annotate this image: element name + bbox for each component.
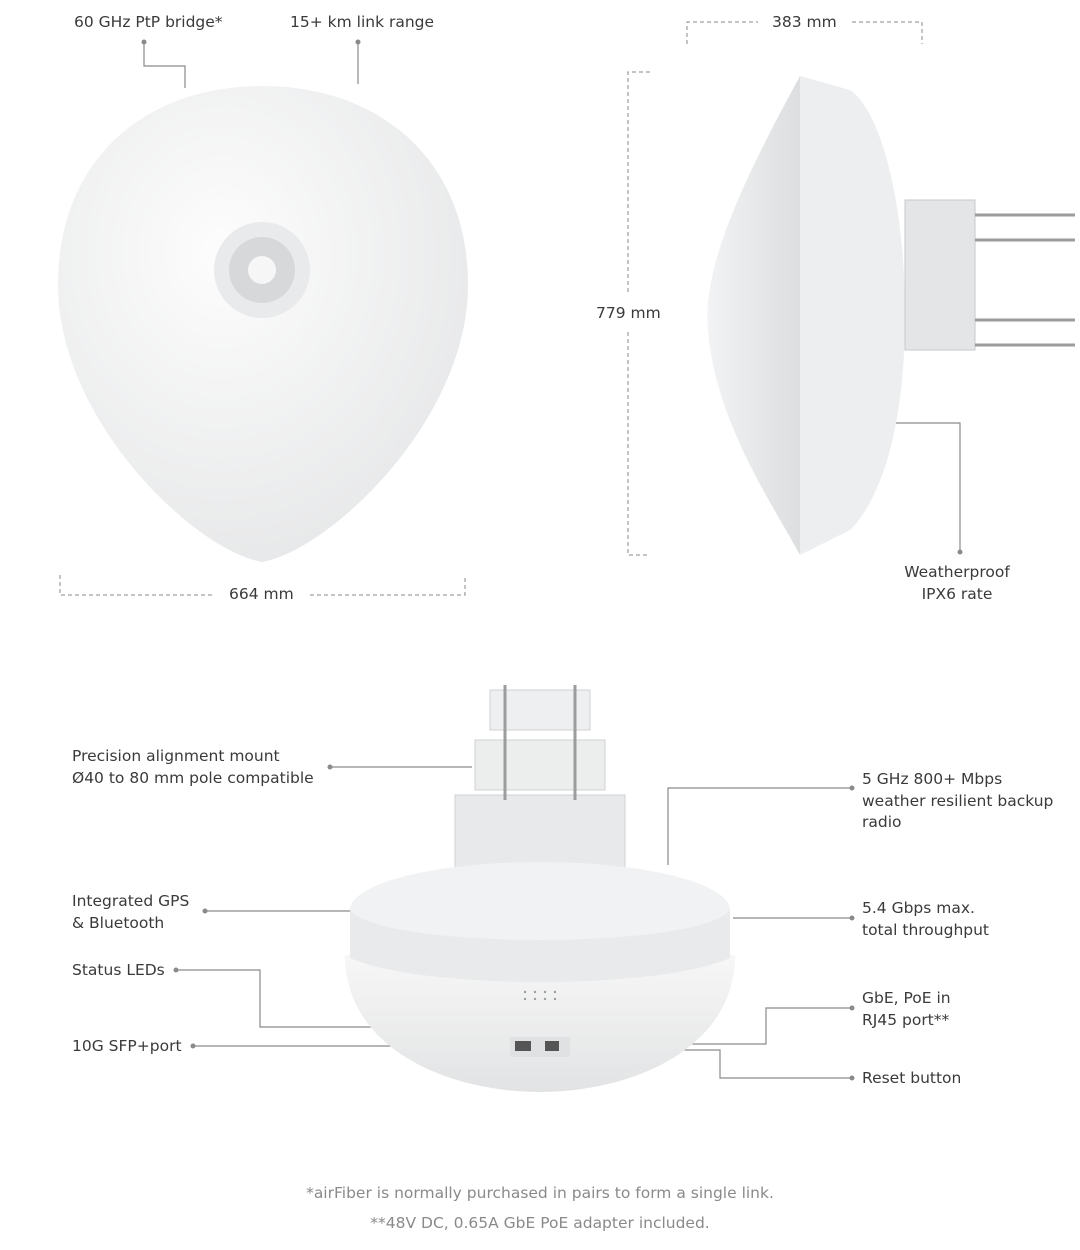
callout-throughput: 5.4 Gbps max. total throughput: [862, 898, 989, 941]
bottom-view-device: [345, 685, 735, 1092]
footnote-poe-adapter: **48V DC, 0.65A GbE PoE adapter included…: [370, 1214, 710, 1232]
callout-line: Weatherproof: [904, 563, 1010, 581]
footnote-pairs: *airFiber is normally purchased in pairs…: [306, 1184, 774, 1202]
callout-line: & Bluetooth: [72, 913, 165, 932]
dimension-lines: [59, 21, 923, 596]
side-view-device: [707, 76, 1075, 555]
width-dimension: 664 mm: [229, 585, 294, 603]
callout-line: GbE, PoE in: [862, 989, 951, 1007]
callout-gps-bluetooth: Integrated GPS & Bluetooth: [72, 891, 189, 934]
depth-dimension: 383 mm: [772, 13, 837, 31]
callout-line: Integrated GPS: [72, 892, 190, 910]
callout-rj45-port: GbE, PoE in RJ45 port**: [862, 988, 951, 1031]
callout-line: 5.4 Gbps max.: [862, 899, 975, 917]
callout-line: total throughput: [862, 920, 990, 939]
callout-link-range: 15+ km link range: [290, 13, 435, 31]
callout-backup-radio: 5 GHz 800+ Mbps weather resilient backup…: [862, 769, 1053, 834]
height-dimension: 779 mm: [596, 304, 661, 322]
callout-line: Precision alignment mount: [72, 747, 280, 765]
callout-line: weather resilient backup: [862, 791, 1054, 810]
callout-alignment-mount: Precision alignment mount Ø40 to 80 mm p…: [72, 746, 314, 789]
callout-line: RJ45 port**: [862, 1010, 950, 1029]
callout-sfp-port: 10G SFP+port: [72, 1037, 182, 1055]
callout-status-leds: Status LEDs: [72, 961, 165, 979]
callout-line: 5 GHz 800+ Mbps: [862, 770, 1003, 788]
callout-reset-button: Reset button: [862, 1069, 962, 1087]
callout-weatherproof: Weatherproof IPX6 rate: [897, 562, 1017, 605]
callout-60ghz-bridge: 60 GHz PtP bridge*: [74, 13, 223, 31]
callout-line: radio: [862, 813, 902, 831]
leader-dots: [141, 39, 963, 1081]
front-view-device: [58, 86, 468, 562]
callout-line: IPX6 rate: [921, 584, 993, 603]
callout-line: Ø40 to 80 mm pole compatible: [72, 768, 314, 787]
